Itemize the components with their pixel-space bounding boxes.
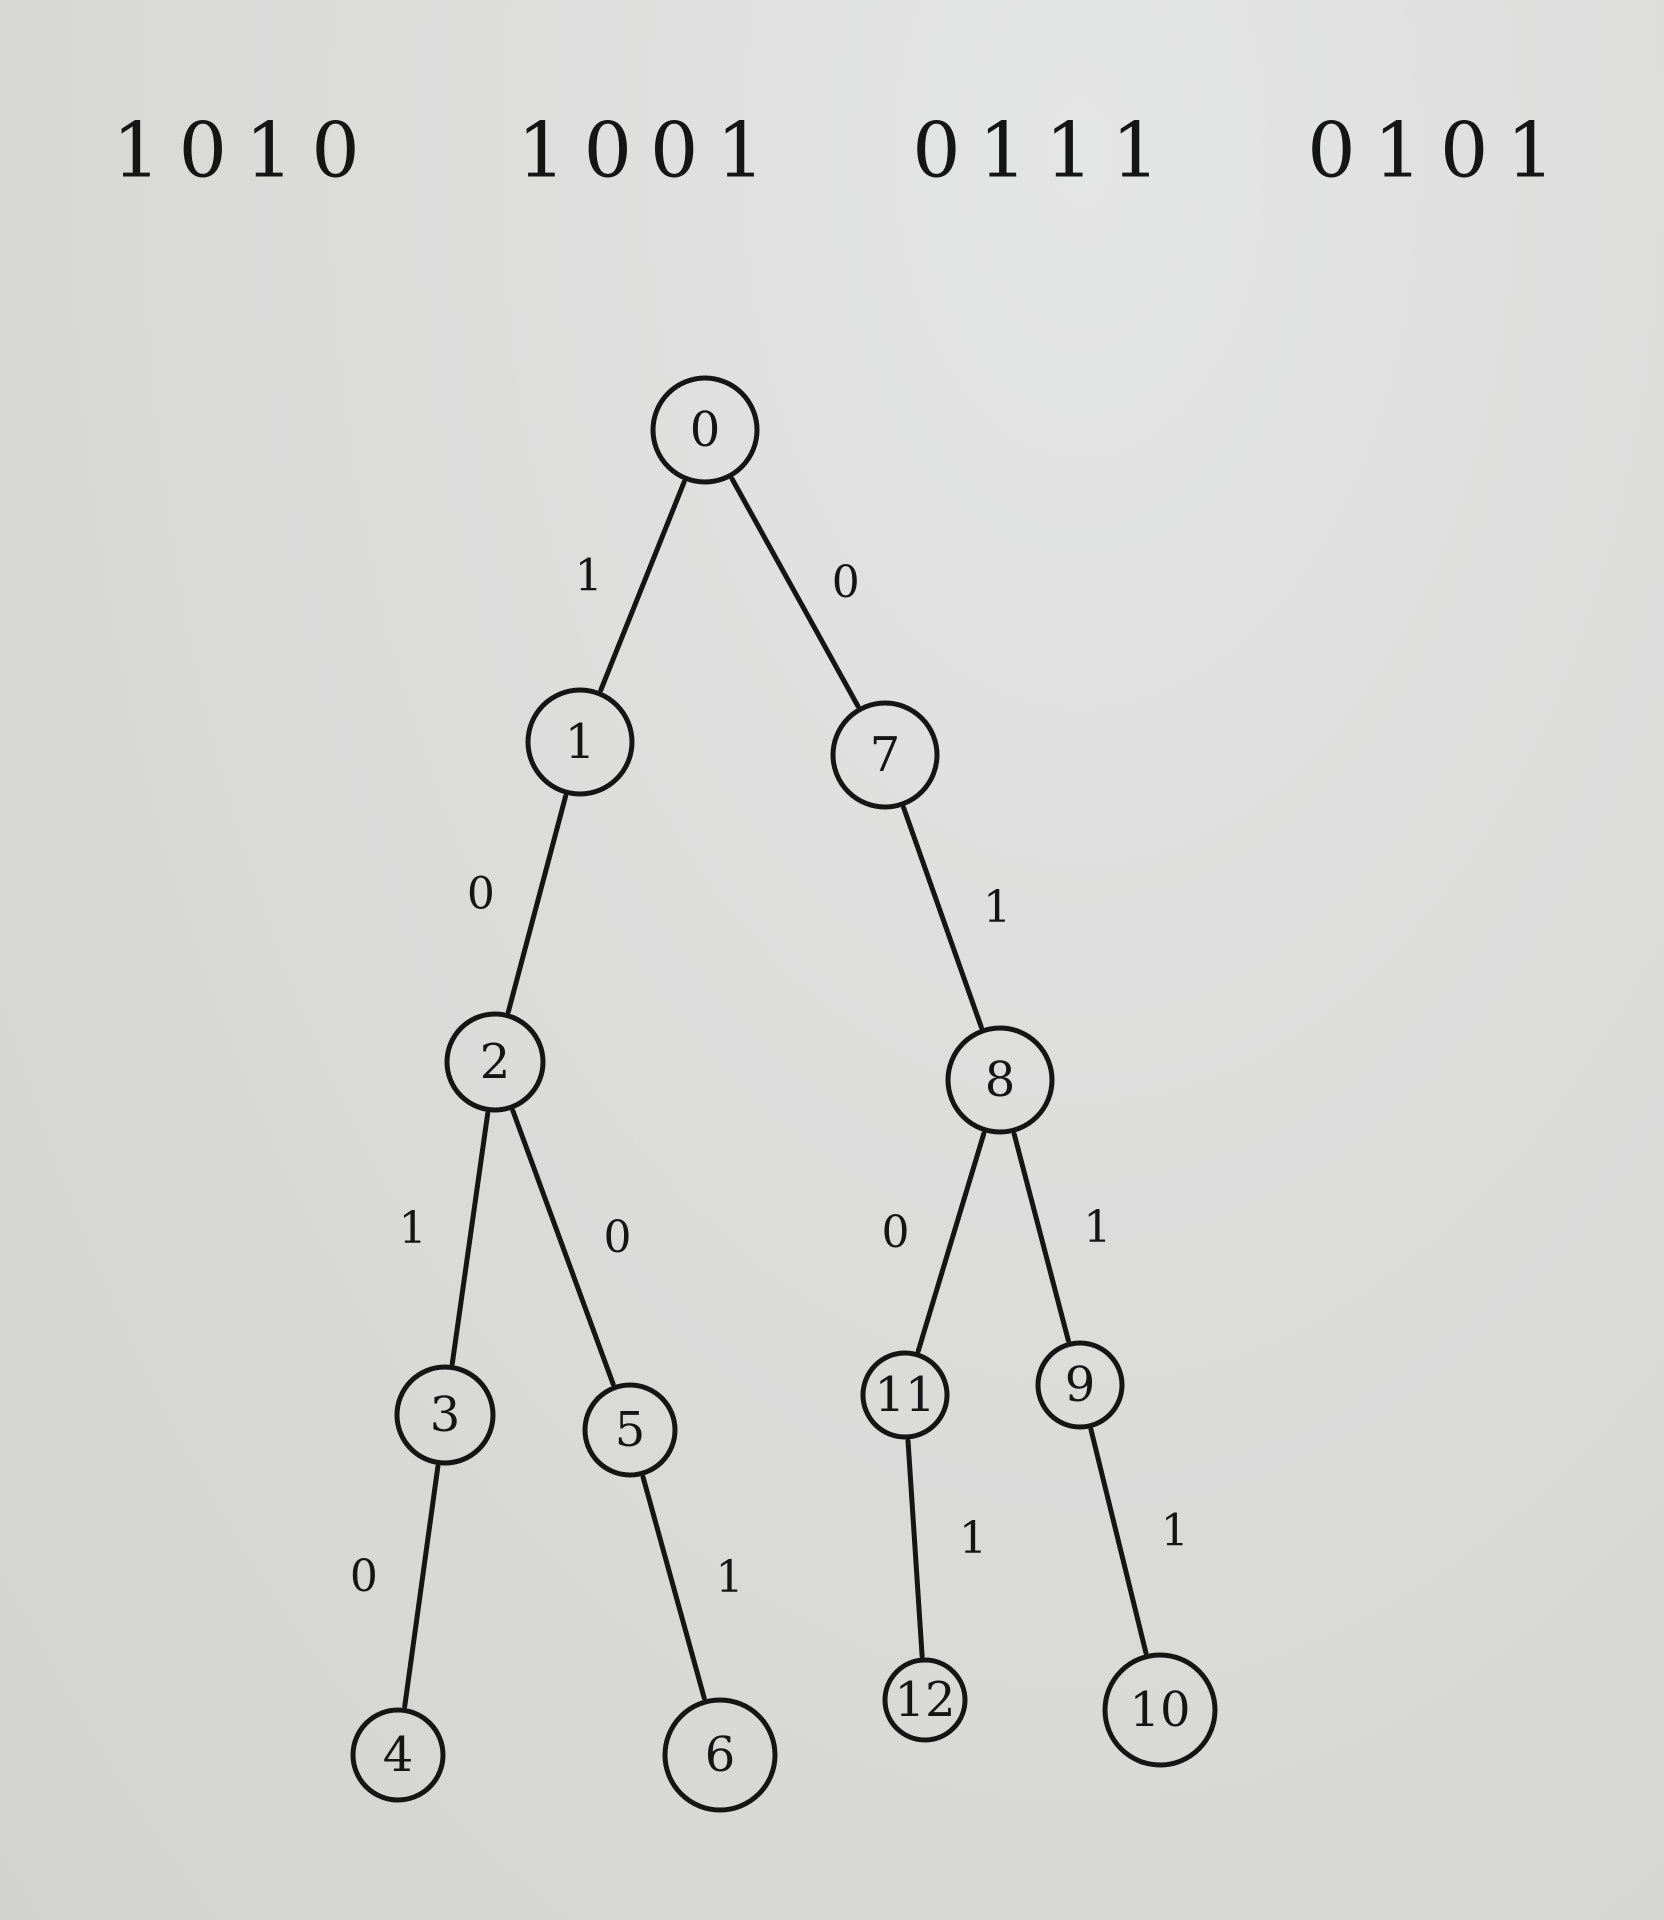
tree-node-5: 5 — [582, 1382, 678, 1478]
node-label-2: 2 — [480, 1034, 511, 1090]
edge-label-11-12: 1 — [959, 1513, 987, 1564]
tree-node-0: 0 — [650, 375, 760, 485]
node-label-9: 9 — [1065, 1357, 1096, 1413]
binary-code-3: 0111 — [912, 106, 1177, 195]
node-circle-8 — [945, 1025, 1055, 1135]
node-circle-9 — [1035, 1340, 1125, 1430]
node-label-6: 6 — [705, 1727, 736, 1783]
node-circle-10 — [1102, 1652, 1218, 1768]
edge-8-11 — [915, 1131, 987, 1354]
tree-edges — [402, 476, 1149, 1709]
node-circle-2 — [444, 1011, 546, 1113]
edge-2-5 — [510, 1108, 616, 1387]
edge-7-8 — [901, 805, 984, 1030]
node-circle-7 — [830, 700, 940, 810]
binary-code-1: 1010 — [112, 106, 377, 195]
node-label-4: 4 — [383, 1727, 414, 1783]
binary-codes-row: 1010 1001 0111 0101 — [112, 106, 1572, 195]
node-circle-5 — [582, 1382, 678, 1478]
edge-0-7 — [729, 476, 861, 709]
edge-label-5-6: 1 — [716, 1552, 744, 1603]
edge-label-3-4: 0 — [350, 1551, 378, 1602]
edge-label-1-2: 0 — [467, 868, 495, 919]
node-label-11: 11 — [874, 1367, 935, 1423]
edge-9-10 — [1088, 1427, 1149, 1656]
tree-node-9: 9 — [1035, 1340, 1125, 1430]
edge-2-3 — [449, 1110, 491, 1367]
node-label-1: 1 — [565, 714, 596, 770]
edge-label-2-5: 0 — [603, 1212, 631, 1263]
tree-node-12: 12 — [882, 1657, 968, 1743]
node-label-10: 10 — [1129, 1682, 1190, 1738]
node-circle-3 — [394, 1364, 496, 1466]
binary-code-2: 1001 — [517, 106, 782, 195]
node-circle-11 — [860, 1350, 950, 1440]
node-label-5: 5 — [615, 1402, 646, 1458]
edge-8-9 — [1011, 1131, 1071, 1344]
edge-label-8-11: 0 — [882, 1207, 910, 1258]
tree-node-7: 7 — [830, 700, 940, 810]
node-label-8: 8 — [985, 1052, 1016, 1108]
tree-node-2: 2 — [444, 1011, 546, 1113]
node-circle-4 — [350, 1707, 446, 1803]
node-label-3: 3 — [430, 1387, 461, 1443]
edge-label-7-8: 1 — [983, 882, 1011, 933]
node-label-7: 7 — [870, 727, 901, 783]
tree-node-1: 1 — [525, 687, 635, 797]
edge-11-12 — [905, 1438, 925, 1659]
node-circle-0 — [650, 375, 760, 485]
tree-node-6: 6 — [662, 1697, 778, 1813]
tree-node-11: 11 — [860, 1350, 950, 1440]
binary-code-4: 0101 — [1307, 106, 1572, 195]
tree-node-10: 10 — [1102, 1652, 1218, 1768]
edge-1-2 — [505, 793, 569, 1015]
edge-label-0-1: 1 — [575, 551, 603, 602]
tree-node-4: 4 — [350, 1707, 446, 1803]
node-circle-6 — [662, 1697, 778, 1813]
node-circle-12 — [882, 1657, 968, 1743]
tree-node-3: 3 — [394, 1364, 496, 1466]
edge-5-6 — [640, 1474, 707, 1701]
tree-node-8: 8 — [945, 1025, 1055, 1135]
edge-label-9-10: 1 — [1161, 1506, 1189, 1557]
node-label-12: 12 — [894, 1672, 955, 1728]
edge-label-8-9: 1 — [1083, 1202, 1111, 1253]
edge-label-2-3: 1 — [399, 1203, 427, 1254]
node-label-0: 0 — [690, 402, 721, 458]
edge-label-0-7: 0 — [832, 557, 860, 608]
edge-3-4 — [402, 1464, 441, 1709]
edge-0-1 — [598, 479, 687, 693]
node-circle-1 — [525, 687, 635, 797]
